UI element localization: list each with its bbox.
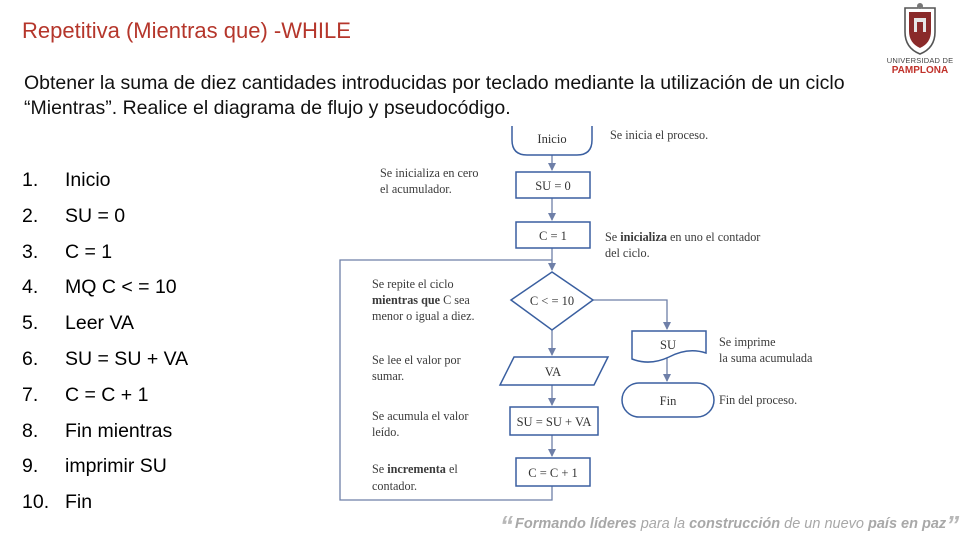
pseudocode-step: 10. Fin (22, 485, 188, 521)
note-end: Fin del proceso. (719, 393, 797, 407)
note-condition-2a: mientras que (372, 293, 441, 307)
step-text: MQ C < = 10 (65, 276, 177, 299)
end-terminal (621, 382, 715, 418)
university-logo: UNIVERSIDAD DE PAMPLONA (884, 2, 956, 80)
logo-line-1: UNIVERSIDAD DE (886, 56, 954, 65)
problem-statement: Obtener la suma de diez cantidades intro… (24, 72, 845, 119)
note-condition-3: menor o igual a diez. (372, 309, 475, 323)
step-text: imprimir SU (65, 455, 167, 478)
read-value-parallelogram (498, 356, 610, 386)
init-accumulator-label: SU = 0 (535, 179, 571, 193)
step-text: Fin (65, 491, 93, 514)
slogan-part-5: país en paz (868, 516, 947, 532)
note-read-1: Se lee el valor por (372, 353, 461, 367)
step-text: Leer VA (65, 312, 135, 335)
print-label: SU (660, 338, 676, 352)
step-number: 2. (22, 204, 39, 227)
accumulate-label: SU = SU + VA (517, 415, 592, 429)
note-counter-1a: Se (605, 230, 620, 244)
note-increment-1: Se incrementa el (372, 462, 458, 476)
note-print-1: Se imprime (719, 335, 776, 349)
note-counter-1b: inicializa (620, 230, 667, 244)
slogan-part-2: para la (636, 516, 690, 532)
slogan-part-3: construcción (689, 516, 781, 532)
step-number: 7. (22, 383, 39, 406)
note-increment-1a: Se (372, 462, 387, 476)
increment-label: C = C + 1 (528, 466, 578, 480)
footer-slogan: “Formando líderes para la construcción d… (500, 510, 960, 541)
note-print-2: la suma acumulada (719, 351, 813, 365)
note-accumulate-1: Se acumula el valor (372, 409, 468, 423)
pseudocode-step: 6. SU = SU + VA (22, 342, 188, 378)
end-label: Fin (660, 394, 677, 408)
step-number: 4. (22, 276, 39, 299)
step-number: 5. (22, 312, 39, 335)
pseudocode-step: 7. C = C + 1 (22, 378, 188, 414)
step-text: C = C + 1 (65, 383, 149, 406)
step-text: Inicio (65, 169, 111, 191)
pseudocode-step: 8. Fin mientras (22, 414, 188, 450)
step-text: C = 1 (65, 240, 113, 263)
note-start: Se inicia el proceso. (610, 128, 708, 142)
shield-icon (904, 3, 936, 55)
logo-line-2: PAMPLONA (891, 65, 949, 76)
init-counter-box (515, 221, 591, 249)
step-text: Fin mientras (65, 419, 173, 442)
pseudocode-step: 1. Inicio (22, 163, 188, 199)
step-number: 8. (22, 419, 39, 442)
pseudocode-step: 5. Leer VA (22, 306, 188, 342)
note-condition-2: mientras que C sea (372, 293, 470, 307)
note-increment-1b: incrementa (387, 462, 446, 476)
init-counter-label: C = 1 (539, 229, 567, 243)
quote-mark-close: ” (946, 510, 960, 540)
step-number: 10. (22, 491, 50, 514)
note-counter-1: Se inicializa en uno el contador (605, 230, 760, 244)
note-accumulator-2: el acumulador. (380, 182, 452, 196)
note-read-2: sumar. (372, 369, 404, 383)
note-accumulate-2: leído. (372, 425, 399, 439)
loop-condition-diamond (509, 271, 595, 331)
slogan-part-1: Formando líderes (515, 516, 637, 532)
loop-condition-label: C < = 10 (530, 294, 574, 308)
quote-mark-open: “ (500, 510, 513, 540)
start-label: Inicio (537, 132, 566, 146)
init-accumulator-box (515, 171, 591, 199)
pseudocode-step: 2. SU = 0 (22, 199, 188, 235)
start-terminal (511, 126, 593, 156)
flow-connectors (339, 155, 671, 501)
note-increment-2: contador. (372, 479, 417, 493)
note-increment-1c: el (446, 462, 458, 476)
slogan-part-4: de un nuevo (780, 516, 869, 532)
pseudocode-step: 4. MQ C < = 10 (22, 270, 188, 306)
step-number: 9. (22, 455, 39, 478)
increment-box (515, 457, 591, 487)
pseudocode-step: 3. C = 1 (22, 235, 188, 271)
note-accumulator-1: Se inicializa en cero (380, 166, 478, 180)
slide-title: Repetitiva (Mientras que) -WHILE (22, 18, 351, 43)
note-condition-2b: C sea (440, 293, 470, 307)
accumulate-box (509, 406, 599, 436)
step-text: SU = 0 (65, 204, 126, 227)
pseudocode-step: 9. imprimir SU (22, 449, 188, 485)
step-number: 6. (22, 347, 39, 370)
note-condition-1: Se repite el ciclo (372, 277, 454, 291)
note-counter-2: del ciclo. (605, 246, 650, 260)
note-counter-1c: en uno el contador (667, 230, 760, 244)
step-text: SU = SU + VA (65, 347, 189, 370)
step-number: 1. (22, 169, 39, 191)
pseudocode-list: 1.Inicio 2.SU = 0 3.C = 1 4.MQ C < = 10 … (22, 163, 188, 521)
read-value-label: VA (545, 365, 561, 379)
step-number: 3. (22, 240, 39, 263)
print-document-shape (631, 330, 707, 363)
